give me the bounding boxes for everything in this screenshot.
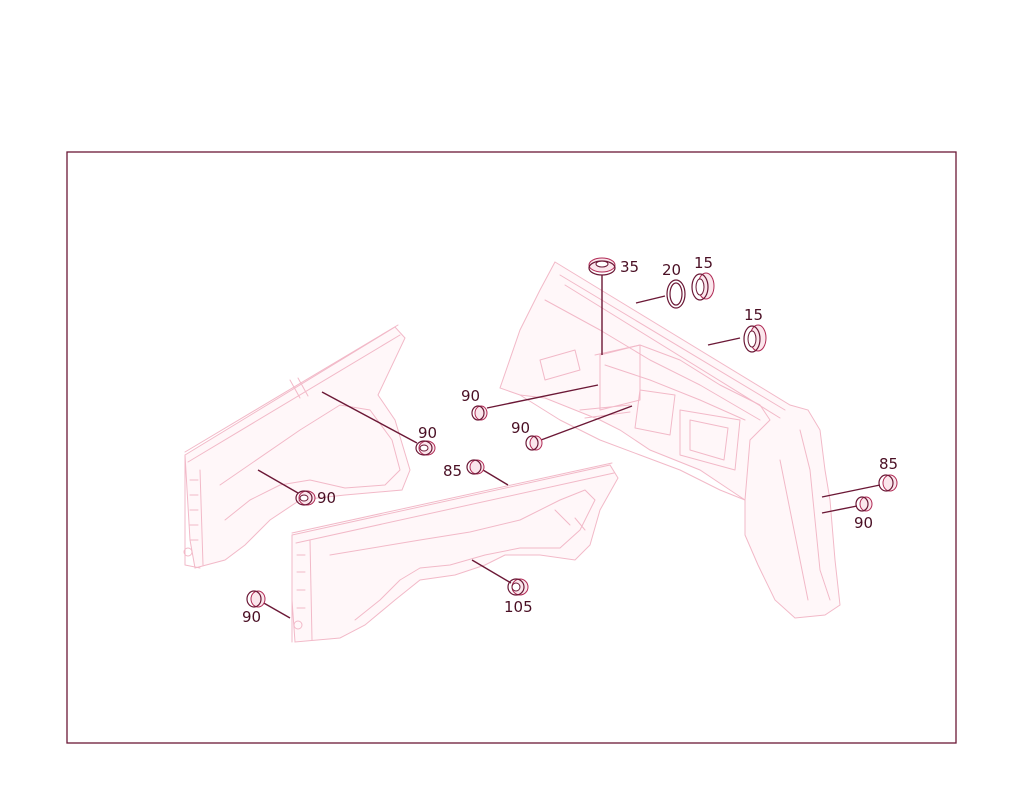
callout-85-right: 85 <box>879 455 898 473</box>
plug-90-bottom-left <box>246 590 266 608</box>
callout-90-firewall-lower: 90 <box>511 419 530 437</box>
callout-90-right: 90 <box>854 514 873 532</box>
callout-85-center: 85 <box>443 462 462 480</box>
grommet-15-lower <box>743 324 767 353</box>
grommet-15-upper <box>691 272 715 301</box>
leader-lines <box>257 275 881 619</box>
seal-ring-20 <box>666 279 686 309</box>
plug-90-firewall-upper <box>471 405 488 421</box>
firewall-assembly <box>499 261 841 619</box>
grommet-35 <box>588 257 616 276</box>
callout-15-lower: 15 <box>744 306 763 324</box>
callout-90-bottom-left: 90 <box>242 608 261 626</box>
plug-90-firewall-lower <box>525 435 543 451</box>
center-wheelhouse-panel <box>291 462 619 643</box>
plug-90-left-lower <box>295 490 316 506</box>
plug-85-center <box>466 459 485 475</box>
callout-15-upper: 15 <box>694 254 713 272</box>
plug-105 <box>507 578 529 596</box>
plug-85-right <box>878 474 898 492</box>
callout-20: 20 <box>662 261 681 279</box>
plug-90-left-upper <box>415 440 436 456</box>
diagram-frame <box>66 151 957 744</box>
callout-105: 105 <box>504 598 533 616</box>
callout-90-left-lower: 90 <box>317 489 336 507</box>
callout-35: 35 <box>620 258 639 276</box>
left-wheelhouse-panel <box>183 324 411 569</box>
callout-90-left-upper: 90 <box>418 424 437 442</box>
callout-90-firewall-upper: 90 <box>461 387 480 405</box>
plug-90-right <box>855 496 873 512</box>
